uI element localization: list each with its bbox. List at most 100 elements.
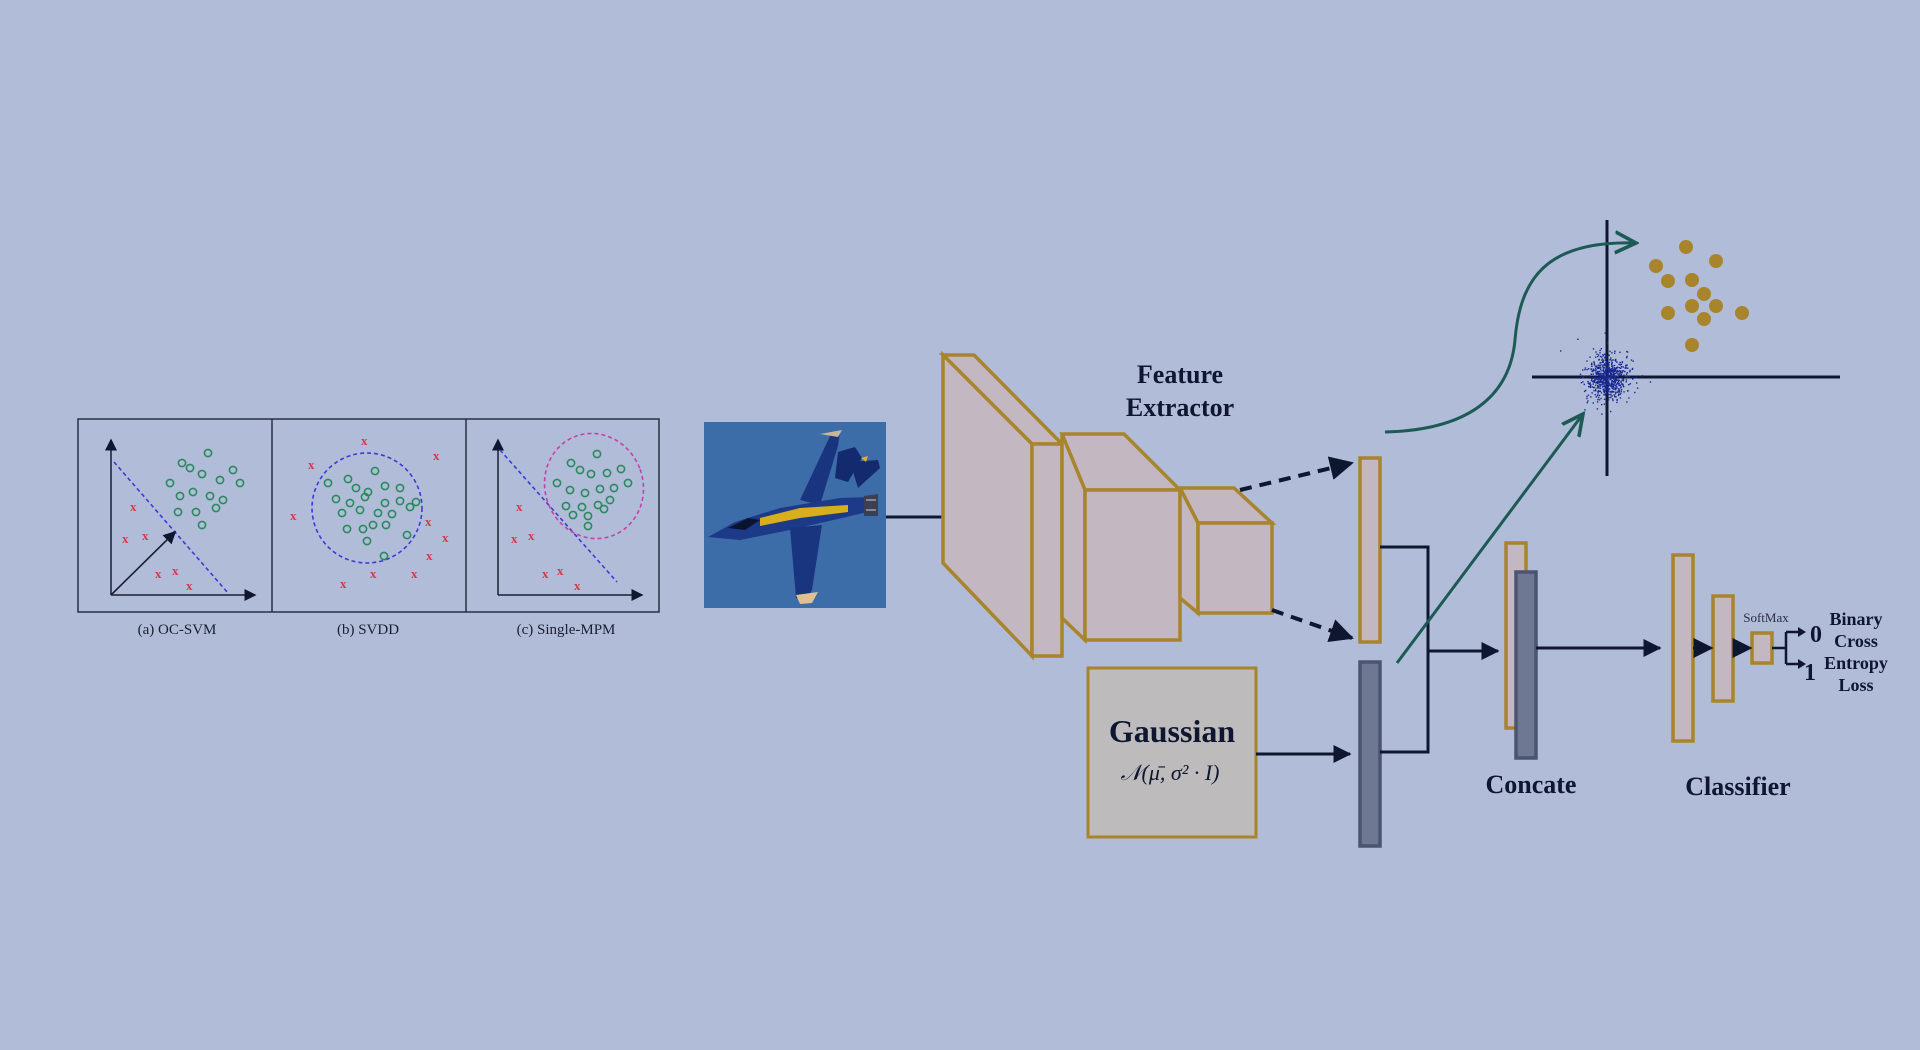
- noise-point: [1603, 385, 1606, 387]
- noise-point: [1625, 364, 1627, 367]
- noise-point: [1612, 375, 1615, 378]
- noise-point: [1618, 379, 1620, 382]
- decision-boundary: [499, 449, 618, 583]
- noise-point: [1614, 380, 1617, 383]
- noise-point: [1632, 378, 1634, 380]
- noise-point: [1592, 348, 1595, 350]
- block2-front: [1083, 488, 1182, 642]
- noise-point: [1581, 375, 1583, 377]
- noise-point: [1631, 368, 1633, 370]
- noise-point: [1598, 374, 1601, 376]
- noise-point: [1606, 364, 1608, 367]
- noise-point: [1601, 356, 1603, 358]
- noise-point: [1590, 373, 1593, 375]
- noise-point: [1622, 370, 1625, 372]
- noise-point: [1596, 377, 1599, 379]
- noise-point: [1605, 370, 1608, 372]
- noise-point: [1636, 387, 1639, 389]
- noise-point: [1627, 390, 1629, 392]
- noise-point: [1620, 388, 1623, 391]
- svdd-hypersphere: [311, 452, 423, 564]
- noise-point: [1591, 377, 1594, 379]
- noise-point: [1604, 359, 1607, 361]
- noise-point: [1588, 368, 1590, 370]
- noise-point: [1613, 370, 1615, 373]
- svg-text:x: x: [186, 578, 193, 593]
- noise-point: [1595, 388, 1597, 391]
- noise-point: [1619, 374, 1621, 376]
- noise-point: [1599, 385, 1602, 387]
- noise-point: [1607, 362, 1609, 365]
- noise-point: [1615, 387, 1617, 390]
- noise-point: [1607, 385, 1610, 388]
- noise-point: [1611, 370, 1613, 373]
- noise-point: [1611, 380, 1613, 382]
- noise-point: [1603, 394, 1605, 396]
- noise-point: [1634, 391, 1636, 394]
- noise-point: [1605, 353, 1607, 356]
- output-zero: 0: [1810, 622, 1822, 648]
- svg-text:x: x: [442, 530, 449, 545]
- noise-point: [1610, 396, 1612, 399]
- feature-extractor-title-line1: Feature: [1137, 360, 1223, 389]
- noise-point: [1609, 372, 1612, 375]
- noise-point: [1610, 377, 1613, 379]
- noise-point: [1616, 361, 1618, 363]
- noise-point: [1602, 375, 1604, 377]
- noise-point: [1608, 354, 1610, 356]
- noise-point: [1606, 372, 1608, 374]
- noise-point: [1599, 355, 1602, 358]
- noise-point: [1595, 384, 1597, 386]
- noise-point: [1597, 385, 1599, 387]
- noise-point: [1604, 372, 1607, 374]
- noise-point: [1591, 365, 1593, 367]
- noise-point: [1589, 382, 1591, 384]
- noise-point: [1618, 389, 1621, 391]
- noise-point: [1612, 388, 1615, 390]
- noise-point: [1583, 390, 1586, 393]
- noise-point: [1626, 357, 1628, 359]
- noise-point: [1622, 380, 1625, 382]
- noise-point: [1590, 396, 1592, 398]
- noise-point: [1607, 388, 1609, 390]
- noise-point: [1604, 371, 1606, 373]
- noise-point: [1599, 390, 1602, 392]
- block1-front: [1030, 442, 1064, 658]
- noise-point: [1596, 372, 1598, 374]
- noise-point: [1593, 386, 1596, 389]
- noise-point: [1597, 355, 1599, 358]
- noise-point: [1608, 361, 1611, 364]
- svg-text:x: x: [411, 566, 418, 581]
- noise-point: [1601, 359, 1603, 361]
- noise-point: [1626, 375, 1628, 377]
- noise-point: [1619, 370, 1621, 372]
- noise-point: [1609, 391, 1611, 393]
- noise-point: [1617, 373, 1620, 375]
- noise-point: [1614, 368, 1617, 370]
- block3-front: [1196, 521, 1274, 615]
- noise-point: [1632, 377, 1634, 379]
- noise-point: [1598, 396, 1600, 399]
- noise-point: [1600, 372, 1602, 375]
- noise-point: [1590, 363, 1593, 366]
- merge-bracket: [1380, 545, 1430, 754]
- noise-point: [1597, 390, 1599, 393]
- noise-point: [1615, 396, 1617, 398]
- noise-point: [1598, 366, 1600, 368]
- classifier-layer2: [1711, 594, 1735, 703]
- noise-point: [1592, 402, 1594, 404]
- noise-point: [1620, 363, 1622, 366]
- caption-oc-svm: (a) OC-SVM: [138, 622, 217, 638]
- noise-point: [1600, 374, 1603, 376]
- noise-point: [1611, 387, 1614, 390]
- noise-point: [1589, 356, 1591, 358]
- loss-line3: Entropy: [1824, 653, 1888, 673]
- noise-point: [1590, 384, 1592, 386]
- noise-point: [1609, 379, 1611, 381]
- noise-point: [1594, 365, 1597, 367]
- noise-point: [1611, 381, 1613, 384]
- noise-point: [1625, 367, 1627, 369]
- normal-samples: [323, 466, 421, 561]
- noise-point: [1603, 368, 1605, 370]
- noise-point: [1609, 359, 1611, 361]
